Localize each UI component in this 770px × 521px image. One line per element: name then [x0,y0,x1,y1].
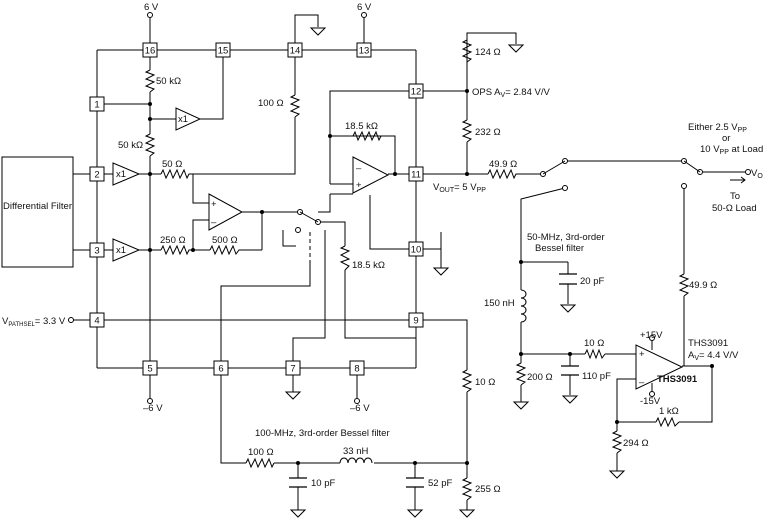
ths-part: THS3091 [657,374,698,385]
supply-top-right: 6 V [357,2,372,13]
pin-8: 8 [354,364,359,375]
l33n-label: 33 nH [343,446,368,457]
r294-label: 294 Ω [623,438,649,449]
or-label: or [722,133,730,144]
n15-label: -15V [640,396,661,407]
r232-label: 232 Ω [475,127,501,138]
r49-9-b-label: 49.9 Ω [689,280,717,291]
pin-16: 16 [145,46,156,57]
pin-13: 13 [359,46,370,57]
svg-text:+: + [639,349,645,360]
pin-11: 11 [411,170,421,181]
differential-filter-block [1,156,74,268]
supply-top-left: 6 V [144,2,159,13]
wires [73,14,745,510]
r18k5-a-label: 18.5 kΩ [345,121,378,132]
pin-numbers: 16 15 14 13 1 2 3 4 5 6 7 8 12 11 10 9 [94,46,421,375]
r500-label: 500 Ω [212,235,238,246]
svg-text:+: + [211,199,217,210]
r50k-a-label: 50 kΩ [156,76,181,87]
p15-label: +15V [640,330,663,341]
filter50-line2: Bessel filter [535,243,584,254]
pin-2: 2 [94,170,99,181]
filter50-line1: 50-MHz, 3rd-order [527,232,605,243]
r124-label: 124 Ω [475,47,501,58]
annotations: OPS AV= 2.84 V/V VOUT= 5 VPP VPATHSEL= 3… [2,87,763,439]
pin-1: 1 [94,100,99,111]
filter100-label: 100-MHz, 3rd-order Bessel filter [255,428,390,439]
pin-10: 10 [411,245,422,256]
supply-bottom-right: –6 V [350,403,370,414]
pin-9: 9 [413,316,418,327]
vout-label: VOUT= 5 VPP [433,182,486,194]
pin-5: 5 [147,364,152,375]
pin-3: 3 [94,246,99,257]
r1k-label: 1 kΩ [659,406,679,417]
l150n-label: 150 nH [484,298,515,309]
c52p-label: 52 pF [428,478,452,489]
svg-text:–: – [639,377,645,388]
r49-9-a-label: 49.9 Ω [489,159,517,170]
pin-6: 6 [218,364,223,375]
pin-14: 14 [290,46,301,57]
junctions [148,89,714,465]
svg-text:+: + [356,180,362,191]
ops-gain-label: OPS AV= 2.84 V/V [472,87,550,99]
component-labels: 6 V 6 V –6 V –6 V 50 kΩ 50 kΩ 100 Ω 50 Ω… [118,2,717,495]
r100-b-label: 100 Ω [248,447,274,458]
svg-text:–: – [211,217,217,228]
to-label: To [730,191,740,202]
supply-bottom-left: –6 V [143,403,163,414]
buf2-label: x1 [116,169,126,180]
r18k5-b-label: 18.5 kΩ [352,260,385,271]
r50k-b-label: 50 kΩ [118,140,143,151]
c10p-label: 10 pF [311,478,335,489]
buf1-label: x1 [178,114,188,125]
r50-label: 50 Ω [162,159,182,170]
amplifiers [112,107,684,390]
pin-4: 4 [94,316,99,327]
r255-label: 255 Ω [475,484,501,495]
inductors [339,289,527,464]
load-label: 50-Ω Load [712,203,757,214]
switch-blades [299,160,746,262]
r10-b-label: 10 Ω [584,338,604,349]
r250-label: 250 Ω [160,235,186,246]
pin-15: 15 [218,46,229,57]
capacitors [289,273,579,488]
r200-label: 200 Ω [527,372,553,383]
c110p-label: 110 pF [582,371,611,382]
svg-text:–: – [356,163,362,174]
grounds [284,27,626,518]
vo-label: VO [751,168,763,180]
ten-v-label: 10 VPP at Load [700,144,763,156]
buf3-label: x1 [116,245,126,256]
ths-gain-label: AV= 4.4 V/V [688,350,739,362]
ths-title: THS3091 [688,338,728,349]
differential-filter-label: Differential Filter [3,201,72,212]
r10-a-label: 10 Ω [475,377,495,388]
c20p-label: 20 pF [580,276,604,287]
resistor-zigzags [144,39,690,501]
r100-label: 100 Ω [258,98,284,109]
pin-7: 7 [290,364,295,375]
terminals [68,12,751,404]
pin-12: 12 [411,87,422,98]
either-label: Either 2.5 VPP [688,122,747,134]
vpathsel-label: VPATHSEL= 3.3 V [2,316,66,328]
pin-boxes [89,42,424,376]
